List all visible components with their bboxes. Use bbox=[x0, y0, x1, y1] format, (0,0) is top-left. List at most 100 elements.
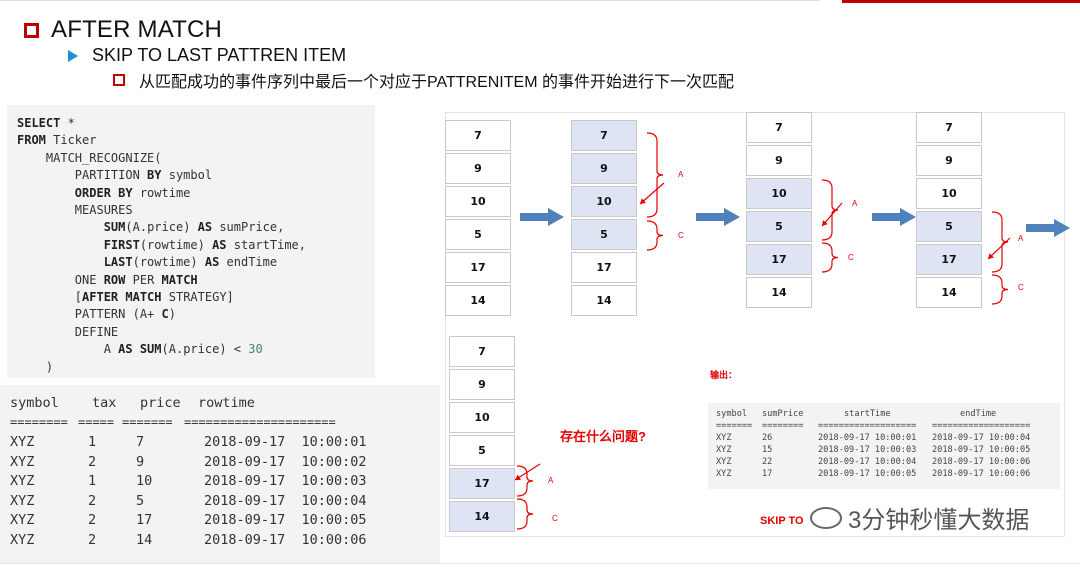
table-cell: XYZ bbox=[10, 492, 35, 509]
event-box: 7 bbox=[571, 120, 637, 151]
code-keyword: FROM bbox=[17, 133, 46, 148]
table-cell: ======= bbox=[122, 414, 173, 429]
event-box: 10 bbox=[571, 186, 637, 217]
event-box: 14 bbox=[571, 285, 637, 316]
brace bbox=[516, 465, 534, 497]
code-line: [AFTER MATCH STRATEGY] bbox=[17, 289, 365, 306]
pointer-arrow bbox=[639, 182, 665, 205]
code-text: MATCH_RECOGNIZE( bbox=[17, 150, 162, 165]
table-cell: 2 bbox=[88, 531, 97, 548]
table-cell: 5 bbox=[136, 492, 145, 509]
table-cell: 2018-09-17 10:00:04 bbox=[932, 433, 1031, 443]
brace-label: A bbox=[678, 170, 684, 179]
brace-label: C bbox=[678, 231, 684, 240]
sql-code-block: SELECT *FROM Ticker MATCH_RECOGNIZE( PAR… bbox=[7, 105, 375, 378]
event-box: 14 bbox=[445, 285, 511, 316]
code-keyword: AS bbox=[212, 237, 227, 252]
table-cell: 2018-09-17 10:00:05 bbox=[932, 445, 1031, 455]
arrowhead bbox=[988, 253, 994, 259]
code-line: MEASURES bbox=[17, 202, 365, 219]
event-box: 17 bbox=[571, 252, 637, 283]
brace bbox=[821, 242, 839, 273]
event-box: 9 bbox=[449, 369, 515, 400]
code-text: MEASURES bbox=[17, 203, 133, 218]
table-cell: 2 bbox=[88, 512, 97, 528]
event-box: 10 bbox=[449, 402, 515, 433]
code-keyword: BY bbox=[147, 168, 162, 183]
table-cell: 2018-09-17 10:00:06 bbox=[932, 457, 1031, 467]
code-text: Ticker bbox=[45, 133, 97, 148]
table-cell: 2018-09-17 10:00:01 bbox=[204, 434, 367, 450]
right-arrow-icon bbox=[520, 208, 564, 226]
code-line: SUM(A.price) AS sumPrice, bbox=[17, 219, 365, 236]
bottom-divider bbox=[0, 563, 1080, 564]
event-box: 10 bbox=[746, 178, 812, 209]
question-text: 存在什么问题? bbox=[560, 429, 646, 444]
table-cell: 1 bbox=[88, 434, 97, 450]
table-cell: symbol bbox=[10, 395, 59, 411]
right-arrow-icon bbox=[696, 208, 740, 226]
brace-label: C bbox=[552, 514, 558, 523]
code-line: MATCH_RECOGNIZE( bbox=[17, 150, 365, 167]
code-text: endTime bbox=[219, 255, 278, 270]
event-box: 5 bbox=[571, 219, 637, 250]
brace-label: C bbox=[848, 253, 854, 262]
code-text: (A.price) bbox=[125, 220, 198, 235]
table-cell: 2018-09-17 10:00:04 bbox=[818, 457, 917, 467]
code-text: symbol bbox=[161, 168, 213, 183]
table-cell: ======== bbox=[762, 421, 804, 431]
brace-label: A bbox=[1018, 234, 1024, 243]
code-keyword: C bbox=[161, 307, 169, 322]
table-cell: =================== bbox=[818, 421, 917, 431]
brace bbox=[991, 274, 1009, 305]
code-keyword: MATCH bbox=[161, 272, 198, 287]
table-cell: XYZ bbox=[10, 473, 35, 489]
table-cell: 2 bbox=[88, 453, 97, 470]
code-line: SELECT * bbox=[17, 115, 365, 132]
event-box: 14 bbox=[449, 501, 515, 532]
table-separator: ========================================… bbox=[10, 415, 440, 435]
code-line: PARTITION BY symbol bbox=[17, 167, 365, 184]
table-cell: 2018-09-17 10:00:03 bbox=[204, 473, 367, 489]
event-box: 7 bbox=[746, 112, 812, 143]
event-box: 14 bbox=[746, 277, 812, 308]
code-keyword: AS SUM bbox=[118, 342, 162, 357]
output-label: 输出： bbox=[710, 370, 738, 380]
event-box: 7 bbox=[916, 112, 982, 143]
event-box: 10 bbox=[445, 186, 511, 217]
table-cell: 26 bbox=[762, 433, 773, 443]
table-cell: 17 bbox=[136, 512, 153, 528]
event-box: 17 bbox=[746, 244, 812, 275]
heading-row: AFTER MATCH bbox=[24, 16, 222, 44]
brace-label: C bbox=[1018, 283, 1024, 292]
event-box: 17 bbox=[449, 468, 515, 499]
table-cell: 22 bbox=[762, 457, 773, 467]
table-cell: startTime bbox=[844, 409, 891, 419]
table-cell: tax bbox=[92, 395, 117, 411]
code-text: sumPrice, bbox=[212, 220, 285, 235]
code-text: ) bbox=[168, 307, 176, 322]
square-bullet-icon bbox=[113, 74, 125, 86]
event-box: 9 bbox=[445, 153, 511, 184]
table-cell: ===================== bbox=[184, 414, 336, 429]
table-cell: 1 bbox=[88, 473, 97, 489]
brace bbox=[646, 132, 664, 218]
code-line: ORDER BY rowtime bbox=[17, 185, 365, 202]
event-box: 10 bbox=[916, 178, 982, 209]
skip-label: SKIP TO bbox=[760, 515, 804, 527]
arrowhead bbox=[515, 474, 521, 480]
table-cell: sumPrice bbox=[762, 409, 804, 419]
code-text: STRATEGY] bbox=[161, 290, 234, 305]
table-cell: 2018-09-17 10:00:06 bbox=[932, 469, 1031, 479]
table-cell: 2018-09-17 10:00:03 bbox=[818, 445, 917, 455]
table-cell: ======= bbox=[716, 421, 753, 431]
code-text: PER bbox=[125, 272, 162, 287]
table-cell: endTime bbox=[960, 409, 997, 419]
